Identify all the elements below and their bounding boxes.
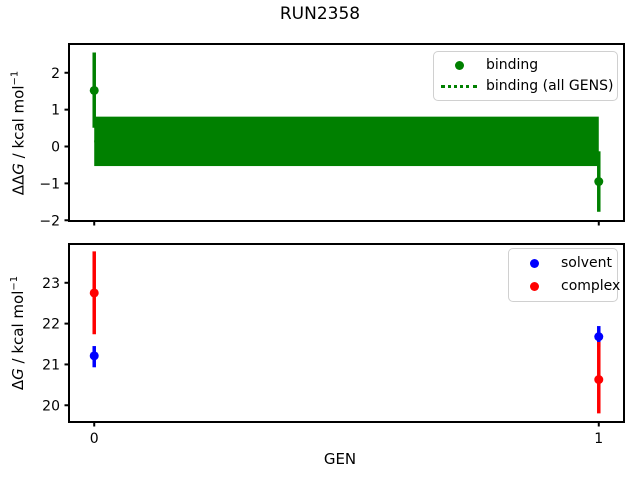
x-axis-label: GEN: [323, 450, 357, 468]
x-tick-label: 1: [594, 431, 603, 447]
y-tick-label: −2: [39, 213, 60, 229]
dotted-line-icon: [441, 85, 477, 88]
legend-label: solvent: [561, 255, 613, 271]
complex-data-point: [594, 375, 604, 385]
binding-data-point: [594, 177, 604, 187]
bottom-legend: solvent complex: [508, 248, 620, 302]
legend-label: binding (all GENS): [486, 78, 614, 94]
legend-symbol: [441, 61, 477, 70]
legend-symbol: [441, 85, 477, 88]
complex-marker-icon: [529, 282, 539, 291]
binding-marker-icon: [454, 61, 464, 70]
legend-item: complex: [516, 276, 620, 297]
binding-data-point: [89, 85, 99, 95]
y-tick-label: −1: [39, 176, 60, 192]
uncertainty-band: [94, 116, 599, 167]
legend-symbol: [516, 282, 552, 291]
figure-title: RUN2358: [279, 4, 361, 24]
legend-item: binding (all GENS): [441, 76, 614, 97]
y-tick-label: 1: [51, 103, 60, 119]
y-tick-label: 22: [42, 317, 60, 333]
x-tick-label: 0: [90, 431, 99, 447]
solvent-data-point: [89, 351, 99, 361]
top-legend: binding binding (all GENS): [433, 51, 618, 101]
legend-label: complex: [561, 278, 621, 294]
y-tick-label: 21: [42, 357, 60, 373]
legend-label: binding: [486, 57, 539, 73]
axes-frame: [68, 243, 625, 423]
solvent-data-point: [594, 332, 604, 342]
legend-symbol: [516, 259, 552, 268]
y-tick-label: 20: [42, 398, 60, 414]
complex-data-point: [89, 288, 99, 298]
y-tick-label: 2: [51, 66, 60, 82]
solvent-marker-icon: [529, 259, 539, 268]
y-tick-label: 0: [51, 140, 60, 156]
axes-frame: [68, 43, 625, 222]
legend-item: solvent: [516, 253, 613, 274]
y-tick-label: 23: [42, 276, 60, 292]
legend-item: binding: [441, 55, 610, 76]
